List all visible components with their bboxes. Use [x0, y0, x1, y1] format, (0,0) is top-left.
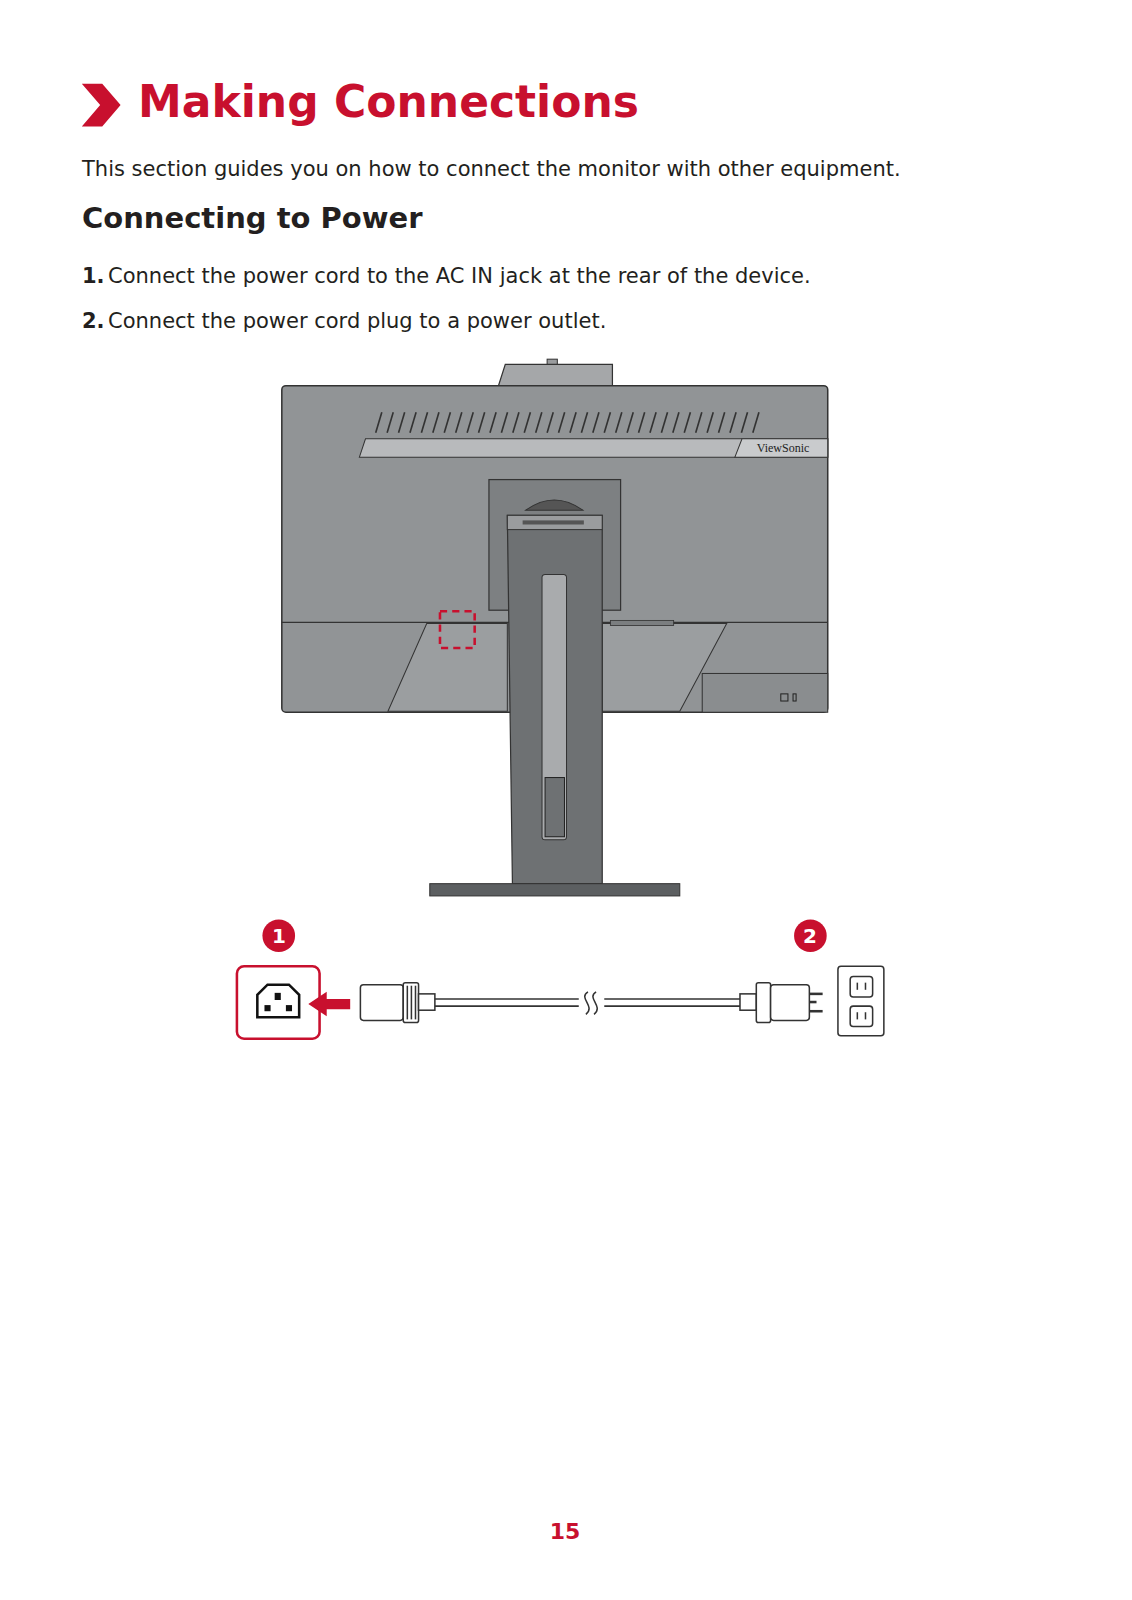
- section-heading: Connecting to Power: [82, 201, 422, 236]
- title-chevron: [82, 84, 121, 127]
- monitor-back: [282, 359, 828, 896]
- brand-logo: ViewSonic: [757, 441, 810, 455]
- callout-circle: [262, 919, 295, 952]
- callout-number: 1: [272, 924, 286, 948]
- insert-arrow: [308, 992, 350, 1016]
- power-cord: [360, 983, 822, 1023]
- ac-in-jack: [237, 966, 320, 1038]
- callout-circle: [794, 919, 827, 952]
- wall-outlet: [838, 966, 884, 1035]
- page-title: Making Connections: [138, 76, 639, 129]
- step-text: Connect the power cord plug to a power o…: [108, 309, 606, 334]
- step-text: Connect the power cord to the AC IN jack…: [108, 264, 811, 289]
- step-number: 1.: [82, 264, 105, 289]
- step-number: 2.: [82, 309, 105, 334]
- intro-text: This section guides you on how to connec…: [82, 157, 901, 182]
- highlight-frame: [440, 611, 475, 648]
- page-number: 15: [550, 1519, 581, 1545]
- callout-number: 2: [803, 924, 817, 948]
